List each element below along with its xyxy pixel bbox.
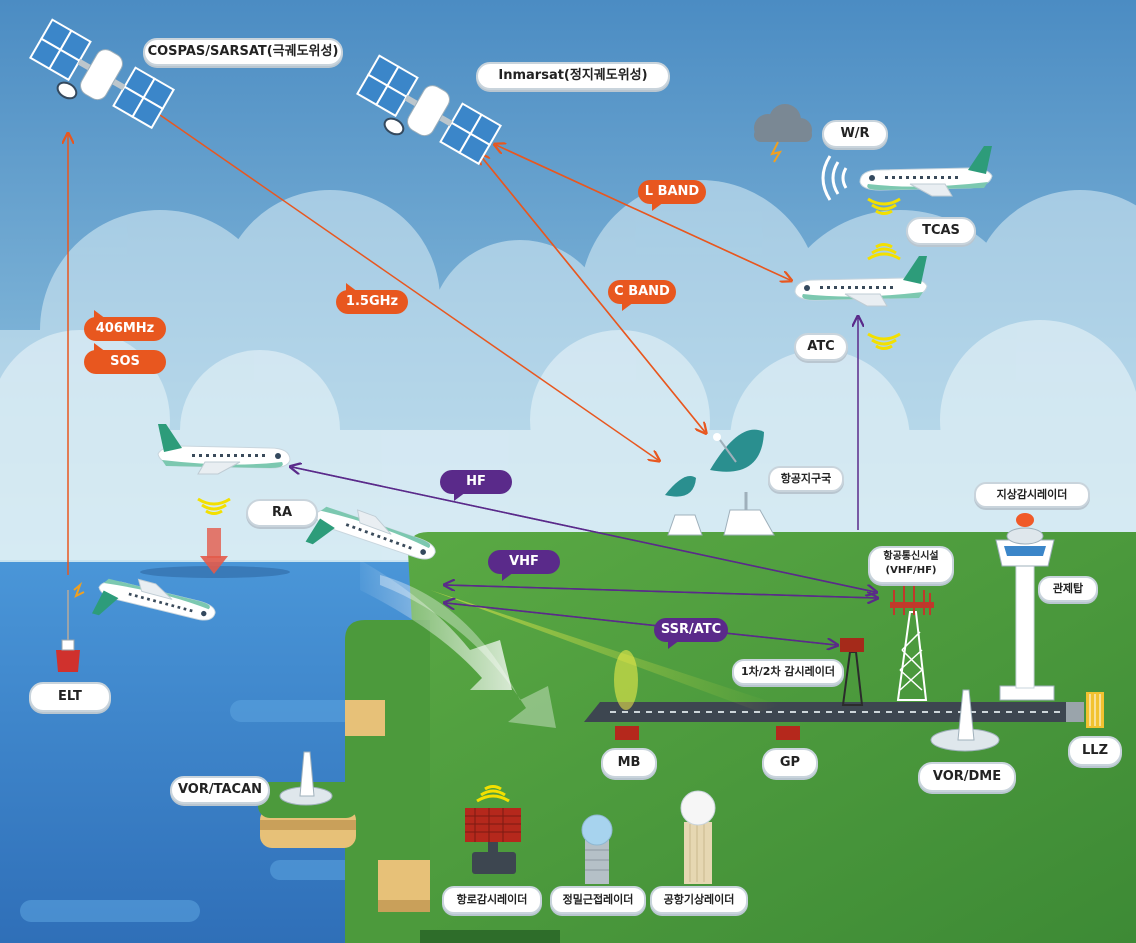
bubble-l-band: L BAND <box>638 180 706 211</box>
mb-marker-icon <box>615 726 639 740</box>
label-comm-facility-sub: (VHF/HF) <box>885 565 937 576</box>
bubble-hf: HF <box>440 470 512 501</box>
elt-buoy-icon <box>56 581 85 672</box>
gp-glidepath-icon <box>776 726 800 740</box>
par-radar-icon <box>581 814 613 884</box>
label-vor-dme: VOR/DME <box>918 762 1016 792</box>
label-elt: ELT <box>29 682 111 712</box>
ra-down-arrow <box>200 528 228 574</box>
bubble-ssr-atc: SSR/ATC <box>654 618 728 649</box>
bubble-1-5ghz: 1.5GHz <box>336 283 408 314</box>
bubble-c-band: C BAND <box>608 280 676 311</box>
llz-icon <box>1086 692 1104 728</box>
bubble-vhf: VHF <box>488 550 560 581</box>
bubble-406mhz: 406MHz <box>84 310 166 341</box>
radio-waves-icon <box>821 155 848 201</box>
label-comm-facility: 항공통신시설 (VHF/HF) <box>868 546 954 584</box>
weather-radar-icon <box>680 790 716 884</box>
weather-cloud-icon <box>754 104 812 163</box>
label-gp: GP <box>762 748 818 778</box>
label-weather-radar: 공항기상레이더 <box>650 886 748 914</box>
label-comm-facility-title: 항공통신시설 <box>883 551 939 562</box>
vor-dme-icon <box>930 689 1000 752</box>
control-tower-icon <box>995 513 1055 701</box>
runway <box>584 702 1084 722</box>
label-earth-station: 항공지구국 <box>768 466 844 492</box>
label-ra: RA <box>246 499 318 527</box>
approach-path-arrow <box>360 560 512 690</box>
label-cospas: COSPAS/SARSAT(극궤도위성) <box>143 38 343 66</box>
route-radar-icon <box>465 808 521 874</box>
label-atc: ATC <box>794 333 848 361</box>
label-vor-tacan: VOR/TACAN <box>170 776 270 804</box>
label-route-radar: 항로감시레이더 <box>442 886 542 914</box>
label-llz: LLZ <box>1068 736 1122 766</box>
label-inmarsat: Inmarsat(정지궤도위성) <box>476 62 670 90</box>
label-control-tower: 관제탑 <box>1038 576 1098 602</box>
label-ground-radar: 지상감시레이더 <box>974 482 1090 508</box>
label-ssr-radar: 1차/2차 감시레이더 <box>732 659 844 685</box>
label-par: 정밀근접레이더 <box>550 886 646 914</box>
bubble-sos: SOS <box>84 343 166 374</box>
glide-light <box>430 590 780 712</box>
earth-station-dish-icon <box>665 429 775 536</box>
label-wr: W/R <box>822 120 888 148</box>
signal-lines <box>68 114 876 645</box>
vor-tacan-island <box>258 751 358 848</box>
label-mb: MB <box>601 748 657 778</box>
label-tcas: TCAS <box>906 217 976 245</box>
comm-facility-tower-icon <box>890 585 934 701</box>
ssr-radar-icon <box>840 638 864 706</box>
